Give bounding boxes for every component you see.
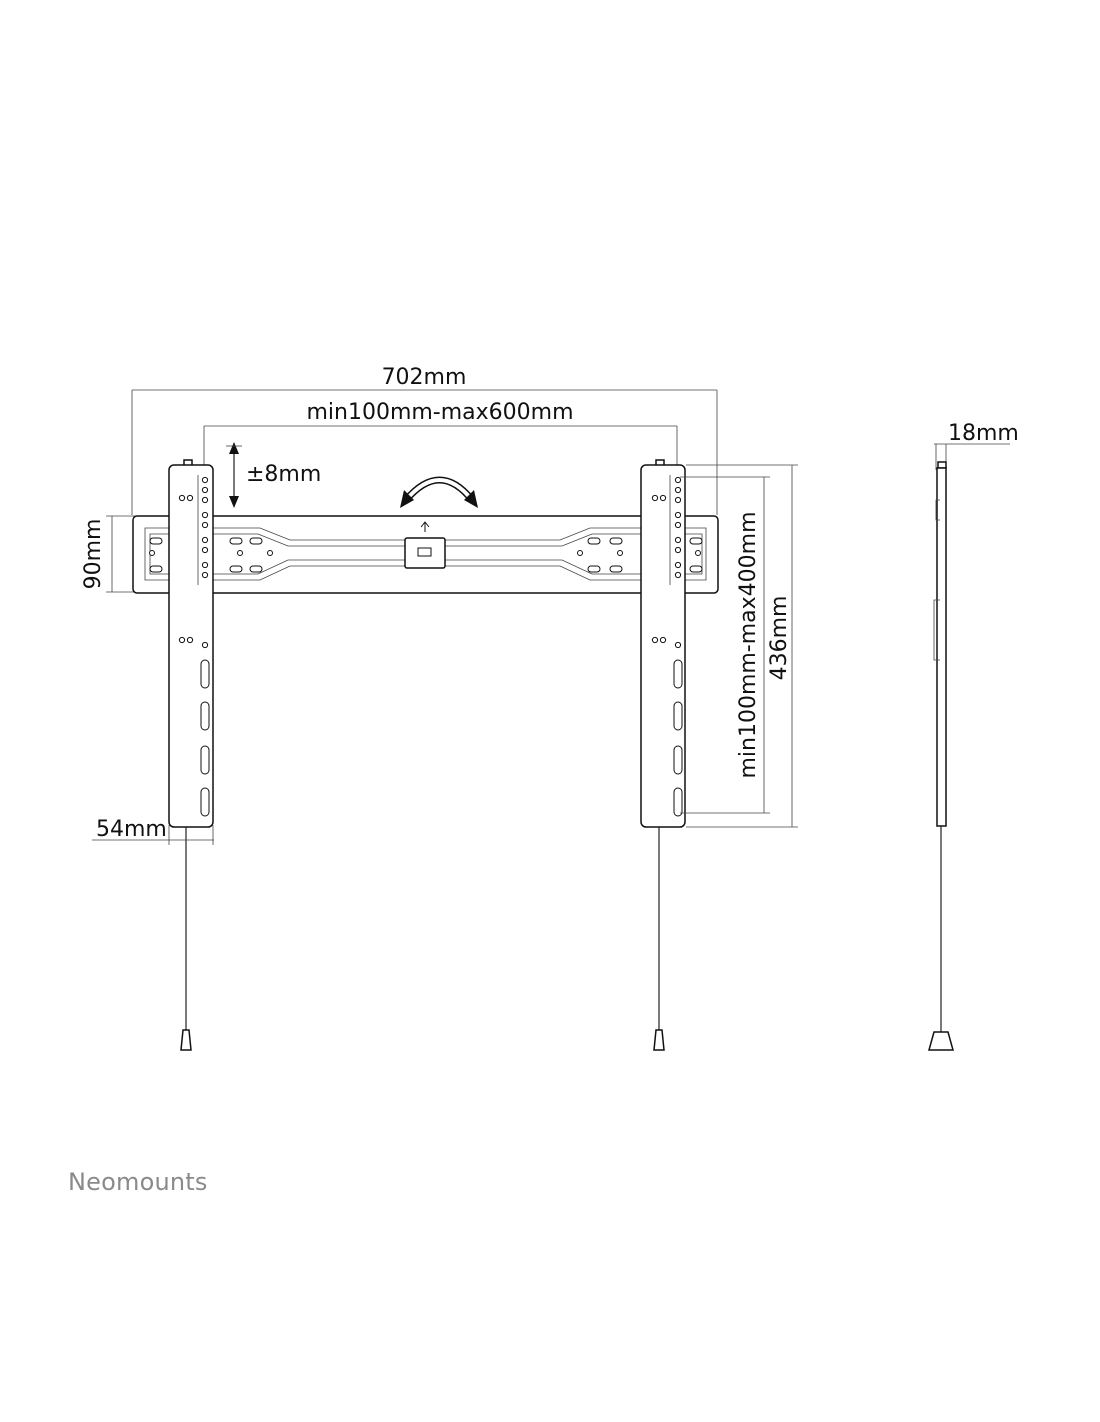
bracket-width-label: 54mm	[96, 817, 167, 842]
dim-bracket-width: 54mm	[92, 817, 214, 845]
hole-spacing-horizontal-label: min100mm-max600mm	[306, 400, 573, 425]
width-total-label: 702mm	[382, 365, 467, 390]
brand-logo: Neomounts	[68, 1168, 208, 1196]
dim-bracket-height: 436mm	[686, 464, 798, 828]
depth-label: 18mm	[948, 421, 1019, 446]
left-bracket	[168, 459, 214, 1051]
bracket-height-label: 436mm	[767, 596, 792, 681]
dim-width-total: 702mm	[131, 365, 718, 515]
wall-rail	[132, 515, 719, 594]
hole-spacing-vertical-label: min100mm-max400mm	[736, 511, 761, 778]
height-adjust-label: ±8mm	[246, 462, 321, 487]
rail-height-label: 90mm	[81, 519, 106, 590]
side-view: 18mm	[928, 421, 1019, 1051]
dim-height-adjust: ±8mm	[226, 442, 321, 508]
tilt-arrow-icon	[400, 476, 478, 508]
right-bracket	[640, 459, 686, 1051]
dim-rail-height: 90mm	[81, 515, 140, 593]
dim-hole-spacing-horizontal: min100mm-max600mm	[203, 400, 678, 470]
dim-hole-spacing-vertical: min100mm-max400mm	[680, 476, 770, 814]
